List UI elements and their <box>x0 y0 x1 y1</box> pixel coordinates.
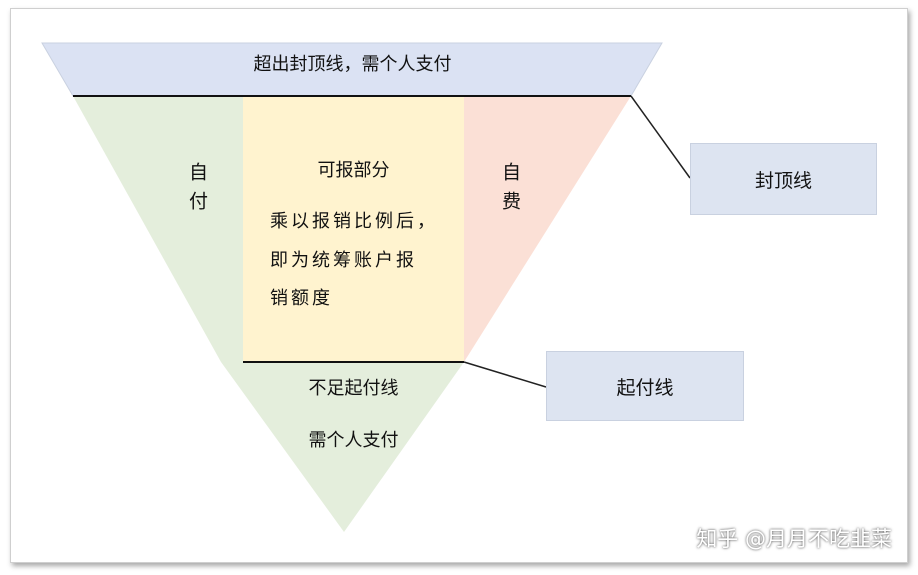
bottom-text-line-1: 不足起付线 <box>308 378 399 399</box>
callout-cap-box: 封顶线 <box>690 143 877 215</box>
center-zone <box>243 96 464 362</box>
center-text-line-3: 销额度 <box>270 288 333 309</box>
bottom-zone <box>221 362 464 532</box>
cap-band-label: 超出封顶线，需个人支付 <box>253 54 452 75</box>
center-title: 可报部分 <box>317 160 390 181</box>
cap-connector <box>630 95 691 179</box>
right-zone <box>464 96 631 362</box>
center-text-line-2: 即为统筹账户报 <box>270 250 417 271</box>
watermark: 知乎 @月月不吃韭菜 <box>696 527 892 551</box>
callout-threshold-box: 起付线 <box>546 351 744 421</box>
center-text-line-1: 乘以报销比例后， <box>270 211 438 232</box>
bottom-text-line-2: 需个人支付 <box>308 430 399 451</box>
left-zone <box>73 96 243 362</box>
threshold-connector <box>463 361 547 388</box>
left-zone-label: 自付 <box>186 162 208 220</box>
right-zone-label: 自费 <box>499 162 521 220</box>
